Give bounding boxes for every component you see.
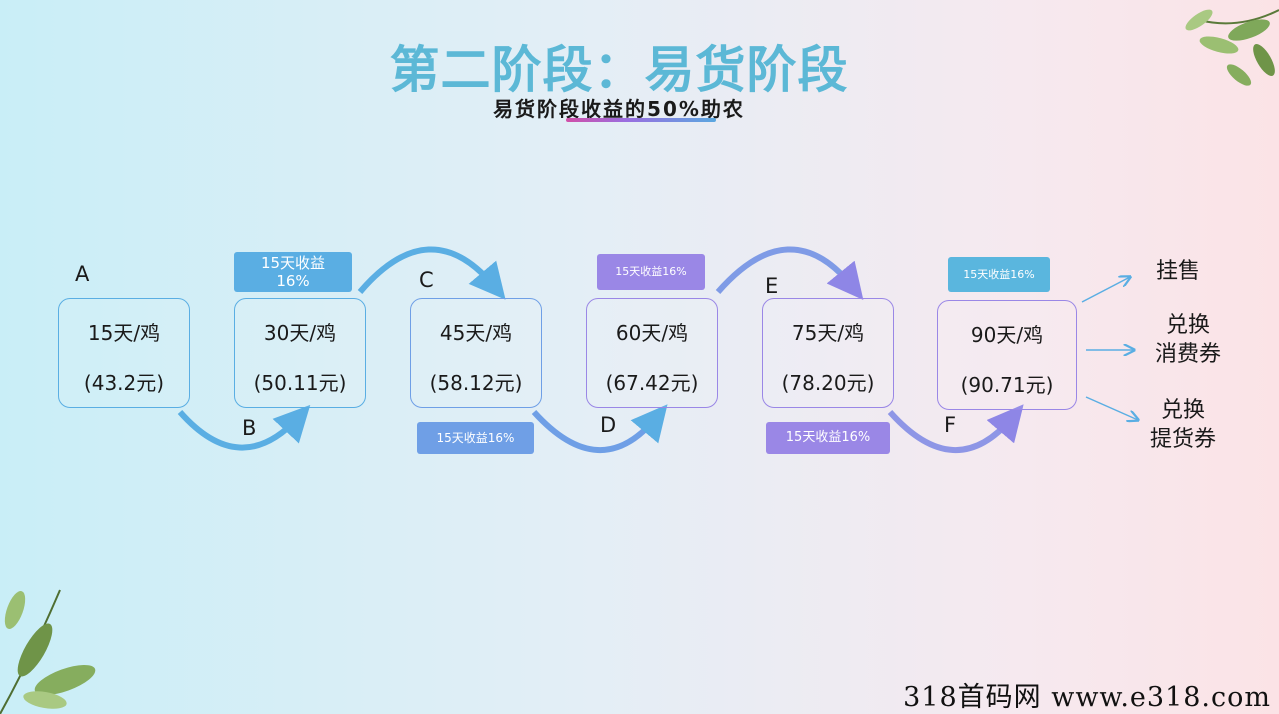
step-price: (78.20元) <box>781 371 875 395</box>
arrow-to-pickup <box>1085 396 1138 420</box>
step-box-d: 60天/鸡 (67.42元) <box>586 298 718 408</box>
step-letter-b: B <box>242 416 257 440</box>
outcome-consumption-voucher: 兑换 消费券 <box>1154 313 1221 367</box>
leaf-decoration-bottom-left-icon <box>0 589 96 714</box>
step-letter-a: A <box>75 262 90 286</box>
step-letter-f: F <box>944 413 957 437</box>
step-days: 15天/鸡 <box>87 321 161 345</box>
yield-tag-4: 15天收益16% <box>766 422 890 454</box>
step-days: 30天/鸡 <box>263 321 337 345</box>
step-days: 90天/鸡 <box>970 323 1044 347</box>
step-box-b: 30天/鸡 (50.11元) <box>234 298 366 408</box>
step-box-a: 15天/鸡 (43.2元) <box>58 298 190 408</box>
watermark-text: 318首码网 www.e318.com <box>903 682 1271 713</box>
page-subtitle: 易货阶段收益的50%助农 <box>493 97 745 121</box>
arrow-d-e <box>715 246 864 300</box>
step-days: 45天/鸡 <box>439 321 513 345</box>
outcome-pickup-voucher: 兑换 提货券 <box>1149 398 1216 452</box>
arrow-to-sell <box>1081 277 1130 303</box>
step-price: (90.71元) <box>960 373 1054 397</box>
step-price: (58.12元) <box>429 371 523 395</box>
step-box-f: 90天/鸡 (90.71元) <box>937 300 1077 410</box>
arrow-a-b <box>177 404 311 451</box>
title-underline <box>566 118 716 122</box>
step-letter-e: E <box>765 274 779 298</box>
step-letter-c: C <box>419 268 434 292</box>
step-days: 60天/鸡 <box>615 321 689 345</box>
leaf-decoration-top-right-icon <box>1185 9 1279 86</box>
yield-tag-3: 15天收益16% <box>597 254 705 290</box>
page-title: 第二阶段：易货阶段 <box>389 41 849 99</box>
step-price: (67.42元) <box>605 371 699 395</box>
step-letter-d: D <box>600 413 617 437</box>
step-price: (50.11元) <box>253 371 347 395</box>
outcome-sell: 挂售 <box>1155 259 1200 284</box>
yield-tag-1: 15天收益16% <box>234 252 352 292</box>
arrow-e-f <box>887 404 1024 454</box>
step-box-e: 75天/鸡 (78.20元) <box>762 298 894 408</box>
step-days: 75天/鸡 <box>791 321 865 345</box>
yield-tag-2: 15天收益16% <box>417 422 534 454</box>
arrow-b-c <box>357 246 506 300</box>
arrow-c-d <box>531 404 668 454</box>
step-price: (43.2元) <box>83 371 165 395</box>
step-box-c: 45天/鸡 (58.12元) <box>410 298 542 408</box>
yield-tag-5: 15天收益16% <box>948 257 1050 292</box>
